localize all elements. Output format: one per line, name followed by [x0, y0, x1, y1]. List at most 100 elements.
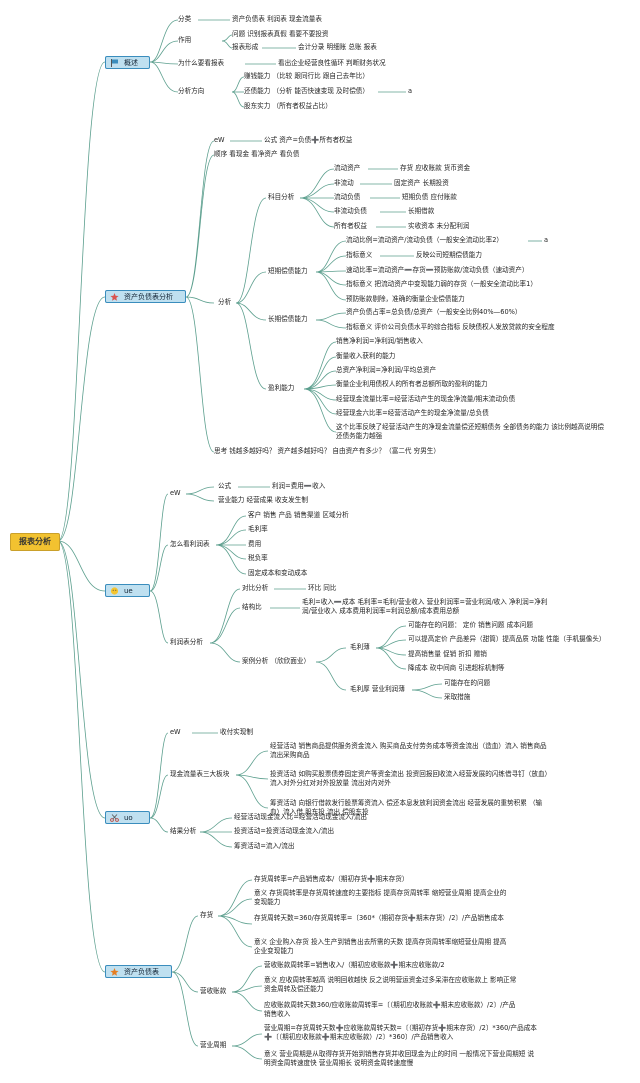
- node-long-term-solvency[interactable]: 长期偿债能力: [268, 315, 308, 323]
- node-direction[interactable]: 分析方向: [178, 87, 205, 95]
- node-thick-margin[interactable]: 毛利厚 营业利润薄: [350, 685, 405, 693]
- node-debt-ratio: 资产负债占率=总负债/总资产（一般安全比例40%—60%）: [346, 308, 522, 316]
- section-title: ue: [124, 587, 133, 595]
- node-gross-margin: 毛利率: [248, 525, 268, 533]
- node-report-formation[interactable]: 报表形成: [232, 43, 259, 51]
- node-formula-label: 公式: [218, 482, 232, 490]
- node-current-ratio-note: a: [544, 236, 549, 244]
- node-current-liabilities: 流动负债: [334, 193, 361, 201]
- node-non-current-liabilities-value: 长期借款: [408, 207, 435, 215]
- node-ew[interactable]: eW: [170, 489, 181, 497]
- node-thin-margin-issue: 可能存在的问题： 定价 销售问题 成本问题: [408, 621, 533, 629]
- section-title: uo: [124, 814, 133, 822]
- node-operating-capacity: 营业能力 经营成果 收支发生制: [218, 496, 308, 504]
- node-receivables-meaning: 意义 应收周转率越高 说明回收越快 反之说明营运资金过多呆滞在应收账款上 影响正…: [264, 976, 517, 993]
- node-profitability[interactable]: 盈利能力: [268, 384, 295, 392]
- node-direction-debt: 还债能力 （分析 能否快速变现 及时偿债）: [244, 87, 369, 95]
- node-account-analysis[interactable]: 科目分析: [268, 193, 295, 201]
- node-quick-ratio-meaning: 指标意义 把流动资产中变现能力弱的存货（一般安全流动比率1）: [346, 280, 537, 288]
- node-non-current-value: 固定资产 长期投资: [394, 179, 449, 187]
- node-cost-structure: 固定成本和变动成本: [248, 569, 308, 577]
- node-structure-ratio[interactable]: 结构比: [242, 603, 262, 611]
- node-indicator-meaning: 指标意义: [346, 251, 373, 259]
- node-non-current: 非流动: [334, 179, 354, 187]
- node-structure-ratio-value: 毛利=收入➖成本 毛利率=毛利/营业收入 营业利润率=营业利润/收入 净利润=净…: [302, 598, 548, 615]
- node-category[interactable]: 分类: [178, 15, 192, 23]
- node-why[interactable]: 为什么要看报表: [178, 59, 225, 67]
- section-income-statement[interactable]: ue: [105, 584, 150, 597]
- node-inventory-days: 存货周转天数=360/存货周转率=〔360*（期初存货➕期末存货）/2〕/产品销…: [254, 914, 504, 922]
- node-net-margin-meaning: 衡量收入获利的能力: [336, 352, 396, 360]
- node-current-assets: 流动资产: [334, 164, 361, 172]
- section-title: 资产负债表: [124, 968, 159, 976]
- node-think: 思考 钱越多越好吗？ 资产越多越好吗？ 自由资产有多少？（富二代 穷男生）: [214, 447, 440, 455]
- node-income-analysis[interactable]: 利润表分析: [170, 638, 203, 646]
- node-formula-value: 利润=费用➖收入: [272, 482, 326, 490]
- node-owner-equity: 所有者权益: [334, 222, 367, 230]
- node-comparison[interactable]: 对比分析: [242, 584, 269, 592]
- node-short-term-solvency[interactable]: 短期偿债能力: [268, 267, 308, 275]
- node-cash-three-sections[interactable]: 现金流量表三大板块: [170, 770, 230, 778]
- node-non-current-liabilities: 非流动负债: [334, 207, 367, 215]
- node-current-ratio: 流动比例=流动资产/流动负债（一般安全流动比率2）: [346, 236, 504, 244]
- node-analysis[interactable]: 分析: [218, 298, 232, 306]
- star-icon: [110, 968, 119, 976]
- node-report-formation-value: 会计分录 明细账 总账 报表: [298, 43, 377, 51]
- node-quick-ratio: 速动比率=流动资产➖存货➖预防账款/流动负债（速动资产）: [346, 266, 529, 274]
- node-case-study[interactable]: 案例分析 （欣欣面业）: [242, 657, 311, 665]
- node-direction-debt-note: a: [408, 87, 413, 95]
- node-cash-flow-ratio: 经营现金流量比率=经营活动产生的现金净流量/期末流动负债: [336, 395, 516, 403]
- node-thick-margin-issue: 可能存在的问题: [444, 679, 491, 687]
- section-balance-analysis[interactable]: 资产负债表分析: [105, 290, 186, 303]
- node-thick-margin-measure: 采取措施: [444, 693, 471, 701]
- node-thin-margin-volume: 提高销售量 促销 折扣 赠销: [408, 650, 487, 658]
- node-receivables-days: 应收账款周转天数360/应收账款周转率=〔（期初应收账款➕期末应收账款）/2〕/…: [264, 1001, 516, 1018]
- node-purpose-value: 问题 识别报表真假 看要不要投资: [232, 30, 329, 38]
- node-thin-margin-pricing: 可以提高定价 产品差异（甜筒）提高品质 功能 性能（手机摄像头）: [408, 635, 606, 643]
- node-comparison-value: 环比 同比: [308, 584, 337, 592]
- node-expenses: 费用: [248, 540, 262, 548]
- node-roa: 总资产净利润=净利润/平均总资产: [336, 366, 437, 374]
- node-financing-ratio: 筹资活动=流入/流出: [234, 842, 295, 850]
- node-prepaid-removal: 预防账款剔除，准确的衡量企业偿债能力: [346, 295, 465, 303]
- node-inventory-days-meaning: 意义 企业购入存货 投入生产到销售出去所需的天数 提高存货周转率缩短营业周期 提…: [254, 938, 507, 955]
- node-operating-cycle[interactable]: 营业周期: [200, 1041, 227, 1049]
- scissors-icon: [110, 814, 119, 822]
- node-cash-debt-ratio: 经营现金六比率=经营活动产生的现金净流量/总负债: [336, 409, 489, 417]
- section-title: 概述: [124, 59, 138, 67]
- node-ratio-explanation: 这个比率反映了经营活动产生的净现金流量偿还短期债务 全部债务的能力 该比例越高说…: [336, 423, 604, 440]
- node-investing-activity: 投资活动 如购买股票债券固定资产等资金流出 投资回报回收流入经营发展的闪练借寻钉…: [270, 770, 548, 787]
- node-operating-cycle-meaning: 意义 营业周期是从取得存货开始到销售存货并收回现金为止的时间 一般情况下营业周期…: [264, 1050, 535, 1067]
- node-indicator-meaning-value: 反映公司短期偿债能力: [416, 251, 482, 259]
- section-balance-sheet-turnover[interactable]: 资产负债表: [105, 965, 172, 978]
- node-current-assets-value: 存货 应收账款 货币资金: [400, 164, 471, 172]
- node-receivables-turnover: 营收账款周转率=销售收入/（期初应收账款➕期末应收账款/2: [264, 961, 445, 969]
- node-ew[interactable]: eW: [170, 728, 181, 736]
- node-inventory-turnover: 存货周转率=产品销售成本/（期初存货➕期末存货）: [254, 875, 409, 883]
- node-ew[interactable]: eW: [214, 136, 225, 144]
- node-operating-activity: 经营活动 销售商品提供服务资金流入 购买商品支付劳务成本等资金流出（造血）流入 …: [270, 742, 547, 759]
- star-icon: [110, 293, 119, 301]
- node-formula: 公式 资产=负债➕所有者权益: [264, 136, 353, 144]
- node-result-analysis[interactable]: 结果分析: [170, 827, 197, 835]
- node-customer-analysis: 客户 销售 产品 销售渠道 区域分析: [248, 511, 349, 519]
- node-purpose[interactable]: 作用: [178, 36, 192, 44]
- node-why-value: 看出企业经营良性循环 判断财务状况: [278, 59, 386, 67]
- node-investing-ratio: 投资活动=投资活动现金流入/流出: [234, 827, 335, 835]
- node-owner-equity-value: 实收资本 未分配利润: [408, 222, 470, 230]
- section-overview[interactable]: 概述: [105, 56, 150, 69]
- node-roa-meaning: 衡量企业利用债权人的所有者总额所取的盈利的能力: [336, 380, 488, 388]
- node-cash-basis: 收付实现制: [220, 728, 253, 736]
- flag-icon: [111, 59, 118, 67]
- smile-icon: [110, 587, 119, 595]
- node-operating-ratio: 经营活动现金流入比=经营活动现金流入/流出: [234, 813, 368, 821]
- section-title: 资产负债表分析: [124, 293, 173, 301]
- node-current-liabilities-value: 短期负债 应付账款: [402, 193, 457, 201]
- node-thin-margin[interactable]: 毛利薄: [350, 643, 370, 651]
- node-receivables[interactable]: 营收账款: [200, 987, 227, 995]
- node-inventory[interactable]: 存货: [200, 911, 214, 919]
- root-node[interactable]: 报表分析: [10, 533, 60, 551]
- node-how-to-read[interactable]: 怎么看利润表: [170, 540, 210, 548]
- section-cash-flow[interactable]: uo: [105, 811, 150, 824]
